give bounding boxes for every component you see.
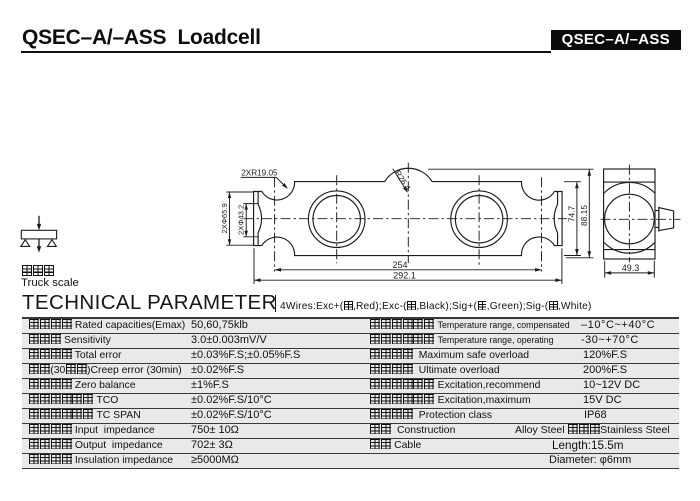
svg-text:49.3: 49.3 — [622, 263, 640, 273]
svg-text:74.7: 74.7 — [566, 206, 576, 223]
svg-text:292.1: 292.1 — [393, 270, 416, 280]
svg-text:88.15: 88.15 — [579, 205, 589, 226]
svg-text:2XR19.05: 2XR19.05 — [241, 169, 278, 178]
svg-text:2XΦ65.9: 2XΦ65.9 — [220, 203, 229, 233]
svg-text:R26.4: R26.4 — [393, 169, 412, 193]
svg-text:2XΦ43.2: 2XΦ43.2 — [237, 205, 246, 235]
svg-text:254: 254 — [392, 260, 407, 270]
